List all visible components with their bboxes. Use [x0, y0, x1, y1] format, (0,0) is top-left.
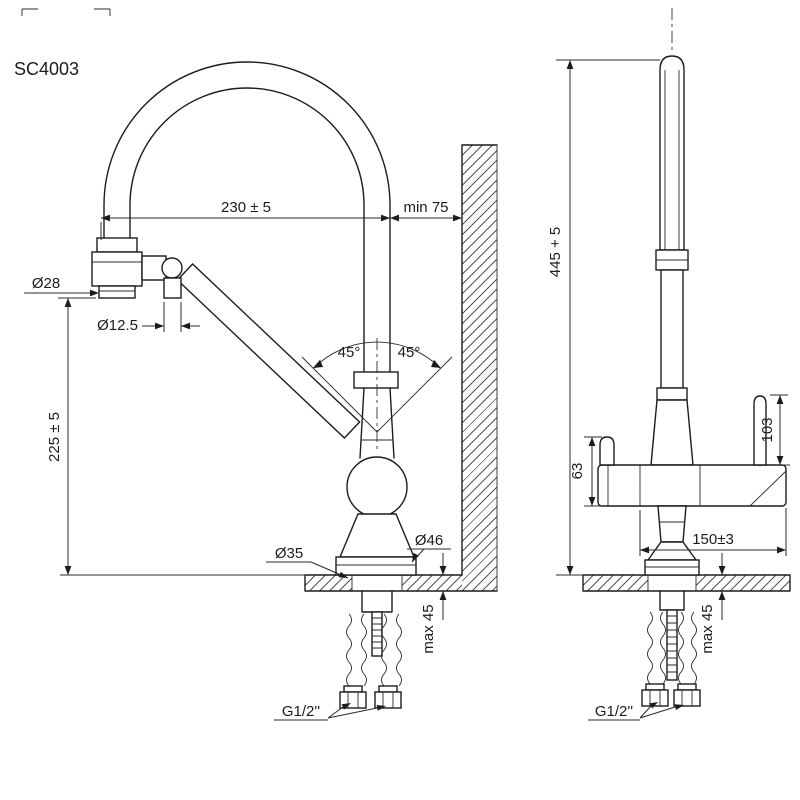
left-view-faucet	[91, 61, 417, 709]
mounting-stud	[371, 611, 383, 657]
base-cone-front	[646, 541, 698, 561]
upper-body	[650, 399, 694, 466]
spout-arm	[176, 263, 361, 439]
countertop-right-hatch-a	[583, 575, 648, 591]
spout-arch	[103, 61, 391, 373]
spout-tube	[659, 55, 685, 251]
joint-ring	[656, 387, 688, 401]
dim-counter-thickness-left-label: max 45	[420, 604, 437, 653]
dim-spout-diameter-label: Ø28	[32, 275, 60, 292]
supply-hose-right	[381, 613, 402, 687]
wall-hatch	[462, 145, 497, 591]
dim-thread-left-label: G1/2''	[282, 703, 320, 720]
dim-side-outlet-height-label: 63	[569, 463, 586, 480]
hinge-joint	[161, 257, 183, 279]
ball-joint	[346, 456, 408, 518]
hinge-pin	[163, 277, 182, 299]
dim-pin-diameter-label: Ø12.5	[97, 317, 138, 334]
spray-head-collar	[96, 237, 138, 253]
dim-swivel-right-label: 45°	[398, 344, 421, 361]
dim-handle-height-label: 103	[759, 417, 776, 442]
countertop-left-hatch-a	[305, 575, 352, 591]
dim-wall-distance-label: min 75	[403, 199, 448, 216]
dim-hole-diameter-label: Ø35	[275, 545, 303, 562]
spray-nozzle	[98, 285, 136, 299]
corner-marks	[21, 8, 111, 16]
dim-outlet-height-label: 225 ± 5	[46, 412, 63, 462]
supply-hose-front-right	[678, 611, 697, 685]
hose-nut-front-right	[673, 689, 701, 707]
right-view-dimensions: 445 + 5 63 103 150±3 max 45 G1/2''	[547, 59, 790, 721]
model-label: SC4003	[14, 59, 79, 79]
lower-tube	[660, 269, 684, 389]
side-knob	[599, 436, 615, 466]
base-plate	[335, 556, 417, 576]
left-view-dimensions: 230 ± 5 min 75 Ø28 Ø12.5 45° 45° 225 ± 5…	[24, 199, 462, 721]
riser-collar	[353, 371, 399, 389]
right-view-faucet	[597, 8, 787, 707]
countertop-left-hatch-b	[402, 575, 462, 591]
cross-body	[597, 464, 787, 507]
base-plate-front	[644, 559, 700, 576]
dim-counter-thickness-right-label: max 45	[699, 604, 716, 653]
supply-hose-front-left	[647, 611, 666, 685]
lever-handle	[753, 395, 767, 466]
dim-total-height-label: 445 + 5	[547, 227, 564, 277]
mounting-stud-front	[666, 609, 678, 681]
spray-head	[91, 251, 143, 287]
hose-nut-front-left	[641, 689, 669, 707]
dim-base-diameter-label: Ø46	[415, 532, 443, 549]
dim-reach-label: 230 ± 5	[221, 199, 271, 216]
countertop-right-hatch-b	[696, 575, 790, 591]
dim-thread-right-label: G1/2''	[595, 703, 633, 720]
dim-body-length-label: 150±3	[692, 531, 734, 548]
supply-hose-left	[346, 613, 367, 687]
lower-neck	[657, 505, 687, 543]
base-cone	[338, 513, 416, 558]
hose-nut-right	[374, 691, 402, 709]
dim-swivel-left-label: 45°	[338, 344, 361, 361]
